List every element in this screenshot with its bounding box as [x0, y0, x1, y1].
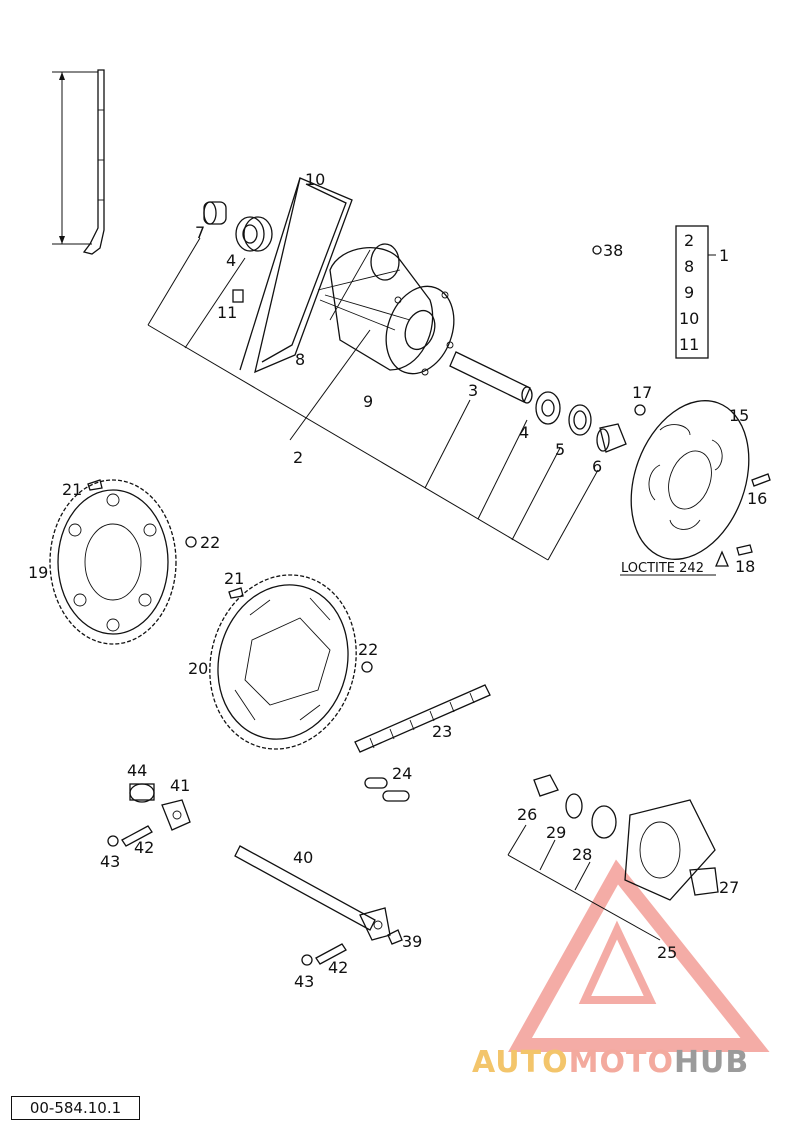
- part-21-screw-b: [228, 587, 244, 599]
- sprocket-carrier-assembly: [507, 774, 719, 941]
- part-39-cap: [387, 929, 403, 945]
- label-22-a: 22: [200, 533, 220, 552]
- label-41: 41: [170, 776, 190, 795]
- label-22-b: 22: [358, 640, 378, 659]
- label-23: 23: [432, 722, 452, 741]
- part-19-sprocket: [49, 479, 177, 645]
- loctite-note: LOCTITE 242: [621, 561, 704, 576]
- label-16: 16: [747, 489, 767, 508]
- label-40: 40: [293, 848, 313, 867]
- watermark-word-auto: AUTO: [472, 1045, 569, 1080]
- part-23-chain: [354, 684, 491, 753]
- part-4-bearing-lower: [535, 391, 561, 425]
- part-18-screw: [736, 544, 753, 556]
- label-26: 26: [517, 805, 537, 824]
- part-41-chain-adjuster: [161, 799, 191, 831]
- label-4-lower: 4: [519, 423, 529, 442]
- watermark-word-moto: MOTO: [568, 1045, 674, 1080]
- label-20: 20: [188, 659, 208, 678]
- label-4-upper: 4: [226, 251, 236, 270]
- kit-item-8: 8: [684, 257, 694, 276]
- label-8: 8: [295, 350, 305, 369]
- label-21-a: 21: [62, 480, 82, 499]
- part-7-spacer: [203, 201, 227, 225]
- part-21-screw-a: [87, 479, 103, 491]
- watermark-text: AUTOMOTOHUB: [472, 1045, 749, 1080]
- part-4-bearing-upper: [235, 216, 273, 252]
- label-29: 29: [546, 823, 566, 842]
- kit-item-10: 10: [679, 309, 699, 328]
- part-16-screw: [751, 473, 771, 487]
- part-5-seal: [568, 404, 592, 436]
- part-17-nut: [634, 404, 646, 416]
- label-18: 18: [735, 557, 755, 576]
- label-11: 11: [217, 303, 237, 322]
- label-27: 27: [719, 878, 739, 897]
- loctite-drop: [715, 550, 729, 567]
- part-44-bushing: [129, 783, 155, 803]
- label-5: 5: [555, 440, 565, 459]
- watermark-word-hub: HUB: [673, 1045, 750, 1080]
- axle-leader-lines: [147, 237, 599, 561]
- part-20-sprocket: [209, 574, 357, 750]
- label-7: 7: [195, 223, 205, 242]
- label-3: 3: [468, 381, 478, 400]
- diagram-code: 00-584.10.1: [11, 1096, 140, 1120]
- wheel-hub: [329, 243, 455, 376]
- label-1: 1: [719, 246, 729, 265]
- label-25: 25: [657, 943, 677, 962]
- label-42-a: 42: [134, 838, 154, 857]
- label-24: 24: [392, 764, 412, 783]
- label-10: 10: [305, 170, 325, 189]
- label-15: 15: [729, 406, 749, 425]
- part-15-brake-disc: [630, 400, 750, 560]
- part-43-nut-a: [107, 835, 119, 847]
- label-17: 17: [632, 383, 652, 402]
- label-42-b: 42: [328, 958, 348, 977]
- label-38: 38: [603, 241, 623, 260]
- label-9: 9: [363, 392, 373, 411]
- label-21-b: 21: [224, 569, 244, 588]
- wheel-rim: [239, 177, 411, 374]
- kit-item-9: 9: [684, 283, 694, 302]
- part-3-axle-tube: [449, 351, 533, 404]
- kit-item-11: 11: [679, 335, 699, 354]
- part-11-nipple: [232, 289, 244, 303]
- part-43-nut-b: [301, 954, 313, 966]
- label-19: 19: [28, 563, 48, 582]
- part-38-nut: [592, 245, 602, 255]
- kit-item-2: 2: [684, 231, 694, 250]
- part-42-screw-a: [121, 825, 153, 847]
- spoke-drawing: [52, 69, 105, 255]
- part-22-nut-b: [361, 661, 373, 673]
- watermark-logo: [508, 859, 770, 1052]
- label-44: 44: [127, 761, 147, 780]
- label-43-b: 43: [294, 972, 314, 991]
- label-43-a: 43: [100, 852, 120, 871]
- label-39: 39: [402, 932, 422, 951]
- part-42-screw-b: [315, 943, 347, 965]
- part-40-axle: [234, 845, 391, 941]
- part-22-nut-a: [185, 536, 197, 548]
- label-28: 28: [572, 845, 592, 864]
- kit-box-part-1: [675, 225, 716, 359]
- label-2: 2: [293, 448, 303, 467]
- part-24-master-link: [364, 777, 410, 802]
- label-6: 6: [592, 457, 602, 476]
- part-6-spacer: [596, 423, 627, 453]
